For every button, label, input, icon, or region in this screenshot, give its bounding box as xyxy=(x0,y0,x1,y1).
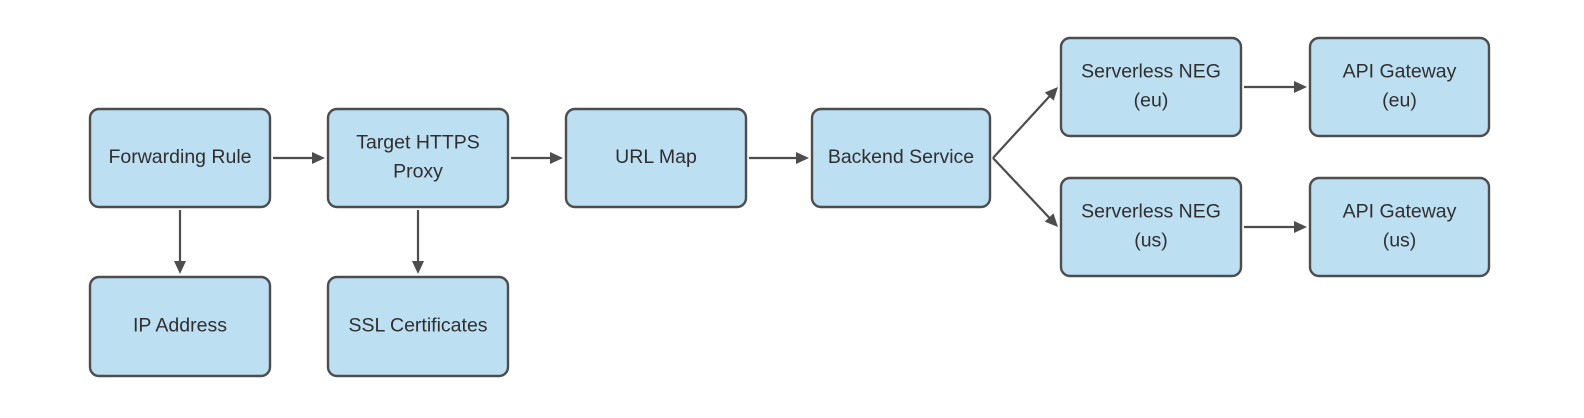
edge-backend-to-neg-eu xyxy=(992,87,1058,159)
node-box-ip-address[interactable] xyxy=(88,275,272,378)
node-label-api-gateway-us: API Gateway xyxy=(1343,201,1457,223)
edge-neg-eu-to-gateway-eu xyxy=(1244,81,1307,93)
node-label-api-gateway-eu: (eu) xyxy=(1382,90,1417,112)
node-label-serverless-neg-us: (us) xyxy=(1134,230,1168,252)
node-box-serverless-neg-us[interactable] xyxy=(1059,176,1243,278)
edges-layer xyxy=(174,81,1307,274)
node-box-url-map[interactable] xyxy=(564,107,748,209)
node-label-target-https-proxy: Proxy xyxy=(393,161,443,183)
edge-forwarding-to-proxy xyxy=(273,152,325,164)
edge-neg-us-to-gateway-us xyxy=(1244,221,1307,233)
node-backend-service[interactable]: Backend Service xyxy=(810,107,992,209)
node-ssl-certificates[interactable]: SSL Certificates xyxy=(326,275,510,378)
node-label-serverless-neg-eu: (eu) xyxy=(1134,90,1169,112)
node-label-ssl-certificates: SSL Certificates xyxy=(348,315,487,337)
edge-forwarding-to-ip xyxy=(174,210,186,274)
node-box-api-gateway-eu[interactable] xyxy=(1308,36,1491,138)
node-serverless-neg-eu[interactable]: Serverless NEG (eu) xyxy=(1059,36,1243,138)
node-box-forwarding-rule[interactable] xyxy=(88,107,272,209)
node-box-target-https-proxy[interactable] xyxy=(326,107,510,209)
node-box-serverless-neg-eu[interactable] xyxy=(1059,36,1243,138)
node-label-backend-service: Backend Service xyxy=(828,146,974,168)
edge-backend-to-neg-us xyxy=(992,157,1058,227)
node-label-target-https-proxy: Target HTTPS xyxy=(356,132,480,154)
node-forwarding-rule[interactable]: Forwarding Rule xyxy=(88,107,272,209)
node-box-ssl-certificates[interactable] xyxy=(326,275,510,378)
node-label-api-gateway-eu: API Gateway xyxy=(1343,61,1457,83)
edge-urlmap-to-backend xyxy=(749,152,809,164)
node-box-api-gateway-us[interactable] xyxy=(1308,176,1491,278)
node-box-backend-service[interactable] xyxy=(810,107,992,209)
edge-proxy-to-ssl xyxy=(412,210,424,274)
nodes-layer: Forwarding Rule Target HTTPS Proxy URL Map B… xyxy=(88,36,1491,378)
node-ip-address[interactable]: IP Address xyxy=(88,275,272,378)
node-target-https-proxy[interactable]: Target HTTPS Proxy xyxy=(326,107,510,209)
node-api-gateway-eu[interactable]: API Gateway (eu) xyxy=(1308,36,1491,138)
node-label-api-gateway-us: (us) xyxy=(1383,230,1417,252)
edge-proxy-to-urlmap xyxy=(511,152,563,164)
node-label-forwarding-rule: Forwarding Rule xyxy=(108,146,251,168)
node-url-map[interactable]: URL Map xyxy=(564,107,748,209)
node-label-ip-address: IP Address xyxy=(133,315,227,337)
node-api-gateway-us[interactable]: API Gateway (us) xyxy=(1308,176,1491,278)
node-label-serverless-neg-eu: Serverless NEG xyxy=(1081,61,1221,83)
node-label-serverless-neg-us: Serverless NEG xyxy=(1081,201,1221,223)
node-serverless-neg-us[interactable]: Serverless NEG (us) xyxy=(1059,176,1243,278)
node-label-url-map: URL Map xyxy=(615,146,697,168)
